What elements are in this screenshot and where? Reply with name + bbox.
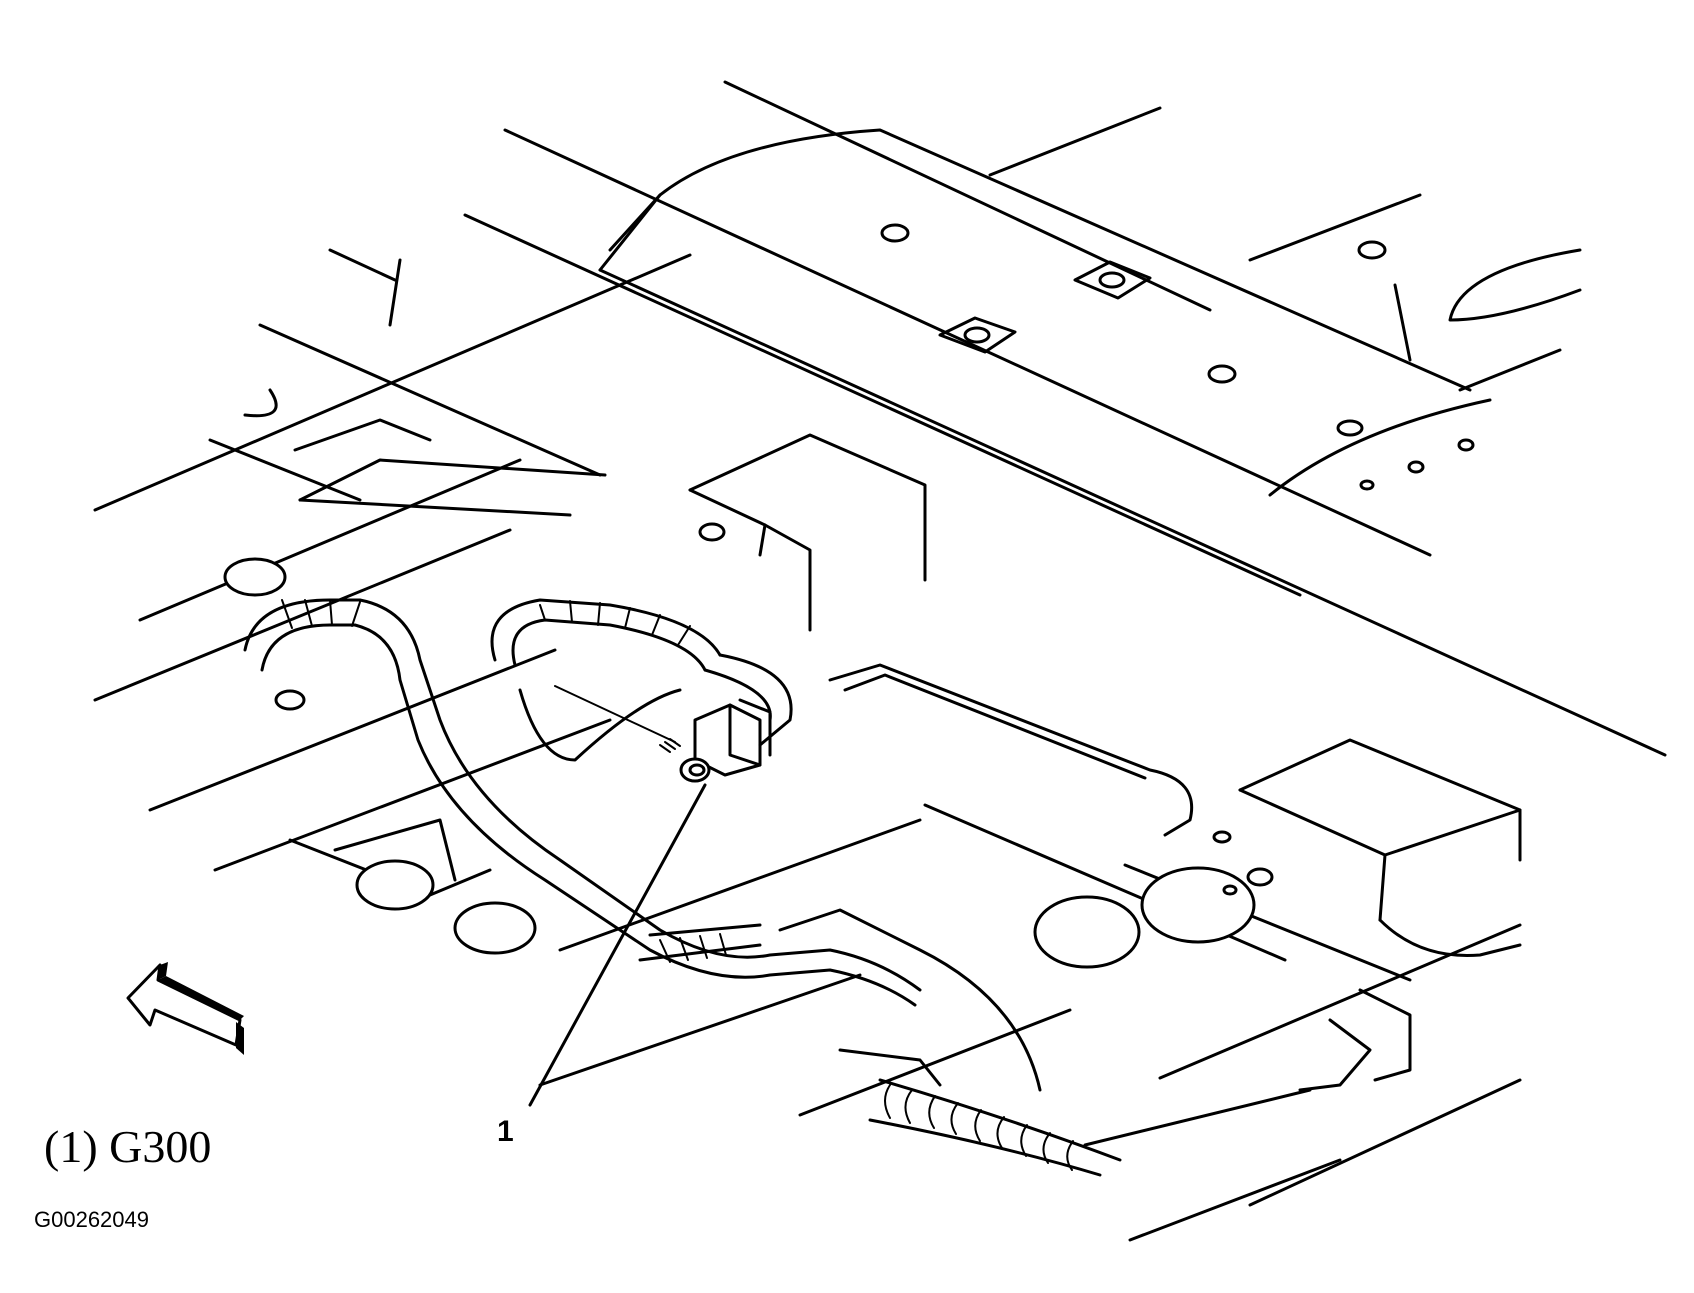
callout-number: 1 [497,1115,514,1148]
figure-caption: (1) G300 [44,1121,212,1172]
floor-panel-lines [93,80,1667,1242]
wiring-harness [243,598,1122,1177]
lower-floor-pocket [288,663,1194,1092]
front-direction-arrow-icon [126,962,244,1055]
ground-bolt-icon [554,685,772,783]
upper-cross-member [388,128,1582,497]
right-rail-box [1033,738,1522,1147]
callout-leader-line [528,783,707,1107]
figure-id: G00262049 [34,1207,149,1232]
center-tunnel-box [223,388,927,711]
